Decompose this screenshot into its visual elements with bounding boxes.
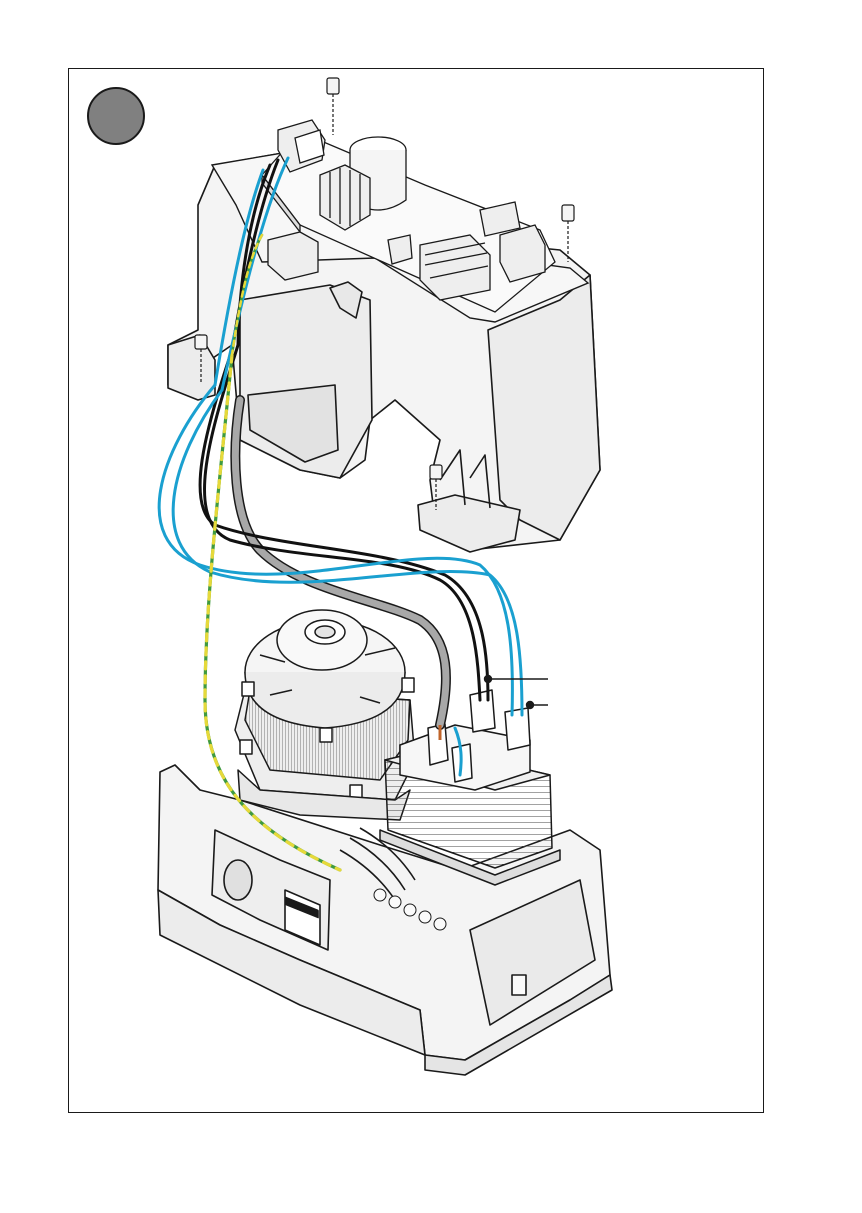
leader-lines <box>485 676 549 709</box>
